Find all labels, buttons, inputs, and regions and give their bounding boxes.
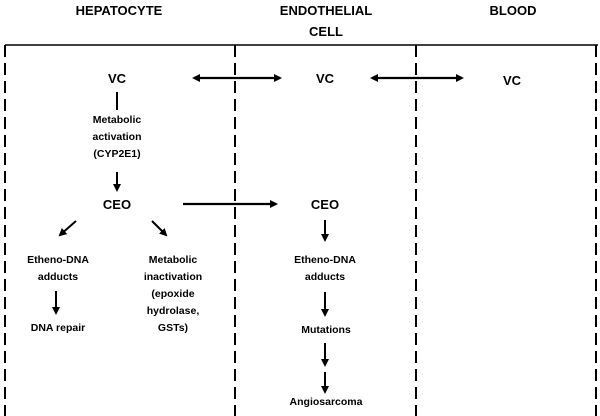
endo-adducts-line2: adducts xyxy=(304,271,346,283)
activation-line2: activation xyxy=(92,131,142,143)
endothelial-adducts: Etheno-DNA adducts xyxy=(294,252,356,286)
inactivation-line1: Metabolic xyxy=(148,254,198,266)
hepatocyte-inactivation: Metabolic inactivation (epoxide hydrolas… xyxy=(144,252,202,337)
inactivation-line4: hydrolase, xyxy=(146,305,200,317)
arrow-ceo-to-adducts xyxy=(58,220,77,237)
hepatocyte-vc: VC xyxy=(107,71,127,86)
header-endothelial-line2: CELL xyxy=(309,24,343,39)
header-hepatocyte: HEPATOCYTE xyxy=(75,3,163,18)
adducts-line1: Etheno-DNA xyxy=(27,254,89,266)
endothelial-mutations: Mutations xyxy=(301,324,351,336)
hepatocyte-adducts: Etheno-DNA adducts xyxy=(27,252,89,286)
inactivation-line5: GSTs) xyxy=(157,322,189,334)
arrow-ceo-to-inactivation xyxy=(151,220,168,237)
hepatocyte-ceo: CEO xyxy=(102,197,132,212)
blood-vc: VC xyxy=(502,73,522,88)
endothelial-ceo: CEO xyxy=(310,197,340,212)
activation-line1: Metabolic xyxy=(92,114,142,126)
adducts-line2: adducts xyxy=(37,271,79,283)
endothelial-angiosarcoma: Angiosarcoma xyxy=(289,396,363,408)
hepatocyte-dna-repair: DNA repair xyxy=(30,322,86,334)
endo-adducts-line1: Etheno-DNA xyxy=(294,254,356,266)
header-endothelial-line1: ENDOTHELIAL xyxy=(279,3,373,18)
endothelial-vc: VC xyxy=(315,71,335,86)
inactivation-line2: inactivation xyxy=(143,271,203,283)
activation-line3: (CYP2E1) xyxy=(93,148,141,160)
header-blood: BLOOD xyxy=(489,3,537,18)
inactivation-line3: (epoxide xyxy=(151,288,195,300)
hepatocyte-activation: Metabolic activation (CYP2E1) xyxy=(92,112,141,163)
